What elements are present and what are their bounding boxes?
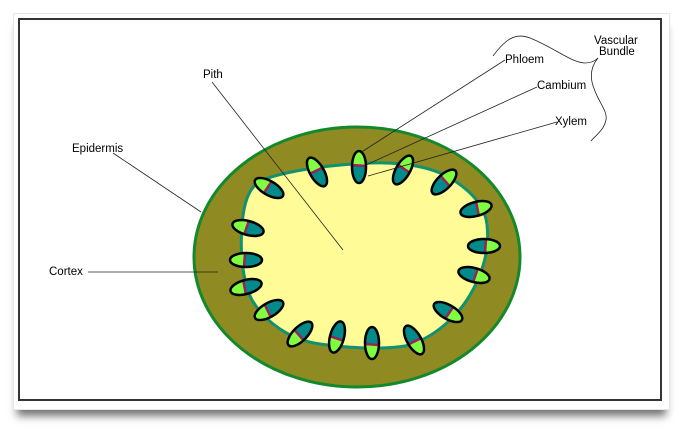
vascular-bundle (326, 320, 347, 355)
bundle-outline (391, 154, 415, 186)
vascular-bundle (230, 217, 265, 238)
bundle-outline (305, 156, 329, 188)
epidermis-leader (112, 152, 202, 213)
bundle-outline (229, 277, 263, 297)
diagram-frame (18, 18, 662, 401)
cambium (329, 334, 344, 342)
cambium (483, 239, 488, 253)
pith-leader (211, 81, 344, 251)
bundle-outline (350, 149, 368, 185)
label-pith: Pith (203, 69, 223, 81)
bundle-outline (402, 324, 426, 356)
vascular-bundle (363, 325, 381, 361)
phloem-leader (359, 59, 506, 154)
bundle-outline (327, 320, 347, 354)
cambium (242, 253, 247, 267)
label-vascular: Vascular (594, 35, 638, 47)
bundle-outline (253, 298, 285, 322)
bundle-outline (432, 300, 464, 324)
cambium (471, 268, 479, 283)
cambium (397, 163, 411, 174)
cambium (352, 163, 366, 168)
label-cambium: Cambium (537, 80, 586, 92)
cambium (243, 220, 251, 235)
vascular-bundle (350, 149, 368, 185)
vascular-bundle-brace (492, 35, 607, 142)
cambium (293, 328, 305, 342)
vascular-bundles (228, 149, 502, 361)
bundle-outline (253, 176, 285, 200)
cambium (309, 166, 324, 175)
label-cortex: Cortex (49, 266, 83, 278)
bundle-outline (466, 237, 502, 255)
label-xylem: Xylem (555, 116, 587, 128)
bundle-outline (459, 199, 493, 219)
vascular-bundle (228, 251, 264, 269)
label-epidermis: Epidermis (72, 143, 123, 155)
cambium (263, 303, 272, 318)
vascular-bundle (466, 237, 502, 255)
bundle-outline (231, 218, 265, 238)
cambium-leader (365, 86, 538, 166)
vascular-bundle (432, 300, 466, 327)
cambium (474, 201, 481, 216)
cambium (241, 280, 248, 295)
label-bundle: Bundle (599, 46, 635, 58)
bundle-outline (363, 325, 381, 361)
cambium (262, 180, 273, 194)
cambium (439, 174, 451, 188)
bundle-outline (430, 168, 458, 196)
cambium (444, 306, 455, 320)
bundle-outline (228, 251, 264, 269)
bundle-outline (457, 265, 491, 285)
cambium (407, 337, 422, 346)
cambium (365, 342, 379, 347)
label-phloem: Phloem (505, 54, 544, 66)
xylem-leader (367, 121, 558, 177)
